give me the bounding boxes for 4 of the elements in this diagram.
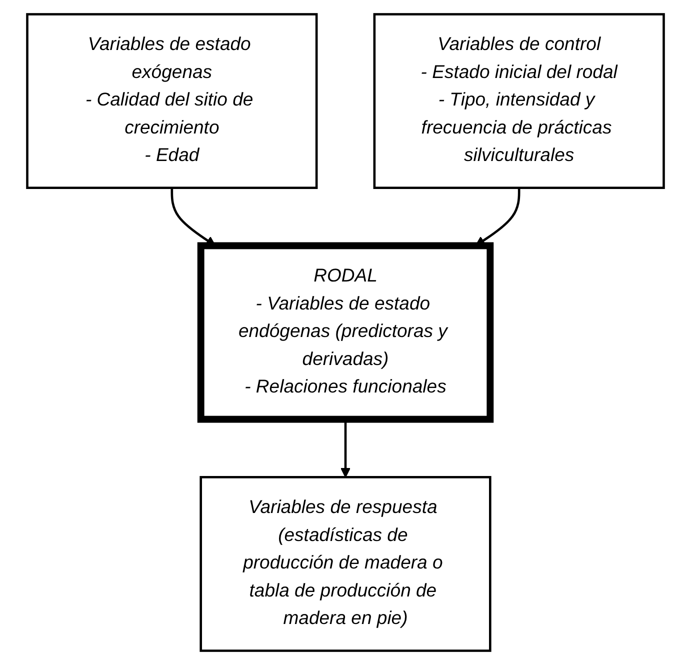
node-box: Variables de estado exógenas - Calidad del sitio de crecimiento - Edad [26, 13, 318, 189]
node-box: RODAL - Variables de estado endógenas (predictoras y derivadas) - Relaciones funcionales [197, 242, 494, 423]
node-box: Variables de control - Estado inicial del rodal - Tipo, intensidad y frecuencia de prácticas silviculturales [373, 13, 665, 189]
node-box: Variables de respuesta (estadísticas de producción de madera o tabla de producción de madera en pie) [200, 476, 492, 652]
